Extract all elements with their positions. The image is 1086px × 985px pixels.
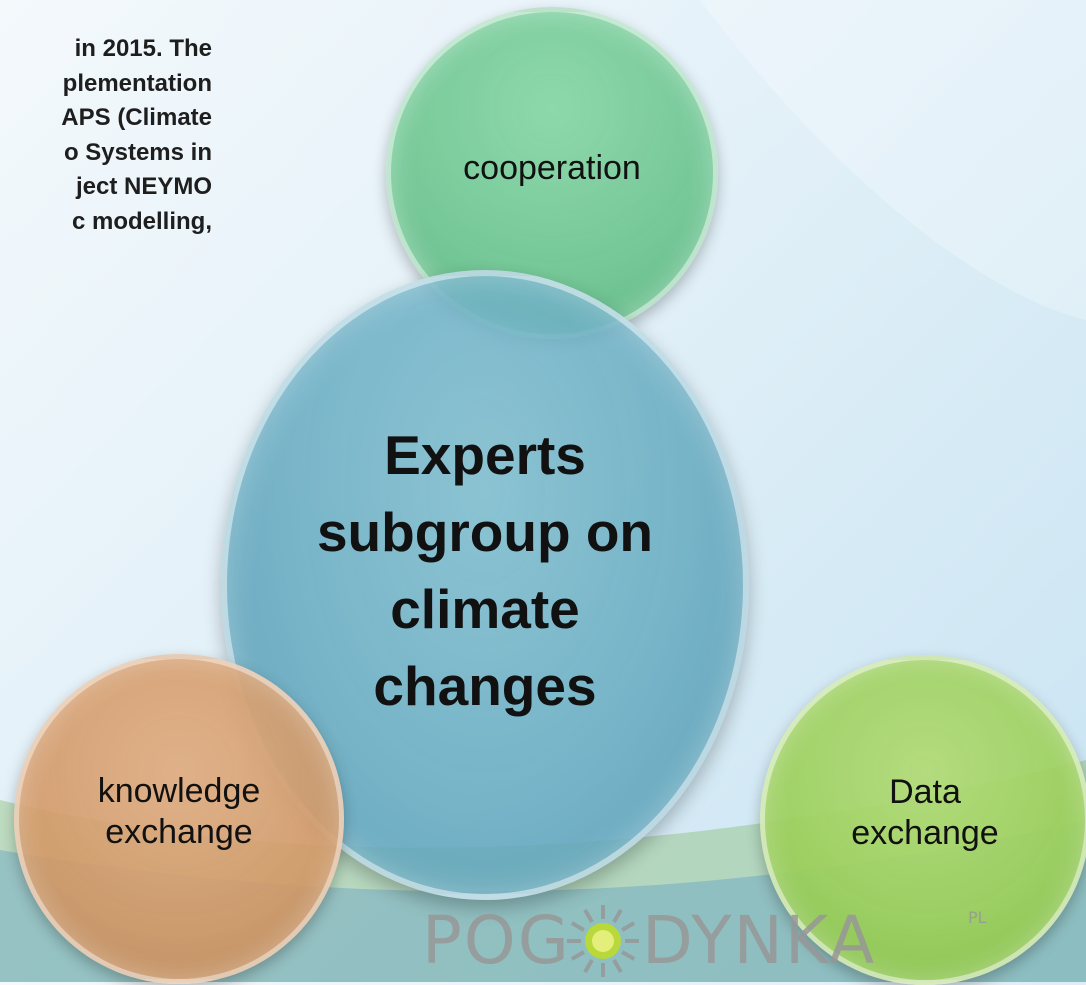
paragraph-line: c modelling, xyxy=(71,207,212,235)
logo-suffix: PL xyxy=(968,908,987,927)
knowledge-exchange-label: knowledge exchange xyxy=(97,771,261,851)
pogodynka-logo: POG DYNKA PL xyxy=(418,904,1008,982)
paragraph-line: ject NEYMO xyxy=(75,173,212,200)
paragraph-line: plementation xyxy=(62,69,212,97)
paragraph-line: o Systems in xyxy=(63,138,212,166)
data-exchange-circle: Data exchange xyxy=(760,655,1086,985)
sun-icon xyxy=(567,905,639,977)
knowledge-exchange-circle: knowledge exchange xyxy=(14,654,344,984)
data-exchange-label: Data exchange xyxy=(851,772,999,852)
partial-paragraph: in 2015. The plementation APS (Climate o… xyxy=(0,32,212,239)
logo-text-part2: DYNKA xyxy=(642,902,877,979)
paragraph-line: in 2015. The xyxy=(74,35,212,62)
logo-text-part1: POG xyxy=(422,902,571,979)
paragraph-line: APS (Climate xyxy=(61,104,212,131)
center-label: Experts subgroup on climate changes xyxy=(316,424,654,717)
cooperation-label: cooperation xyxy=(463,148,641,187)
